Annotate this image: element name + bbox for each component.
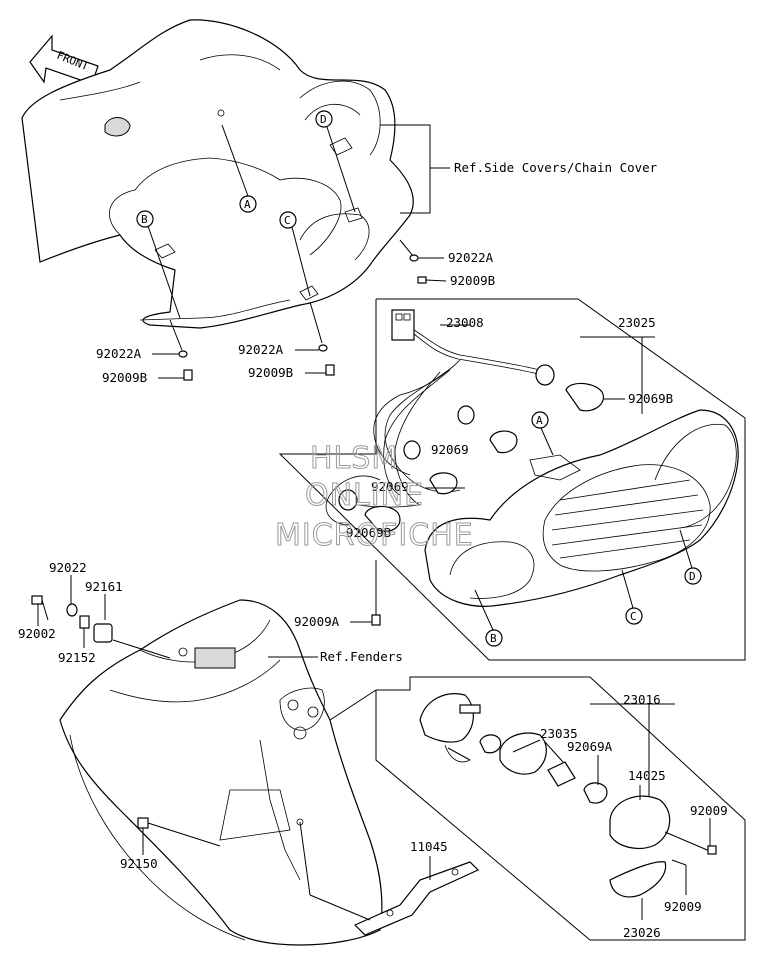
screw-92009A: 92009A	[294, 560, 381, 629]
cowl-fasteners-center: 92022A 92009B	[238, 301, 335, 380]
callout-a: A	[244, 198, 251, 211]
ref-side-covers: Ref.Side Covers/Chain Cover	[380, 124, 658, 214]
label-92022A-3: 92022A	[238, 342, 284, 357]
callout-d: D	[320, 113, 327, 126]
label-23025: 23025	[618, 315, 656, 330]
bulbs: 92069B 92069 92069 92069B	[346, 382, 673, 540]
label-14025: 14025	[628, 768, 666, 783]
label-92152: 92152	[58, 650, 96, 665]
label-92009B-1: 92009B	[450, 273, 495, 288]
label-23026: 23026	[623, 925, 661, 940]
fender-hardware: 92022 92161 92002 92152	[18, 560, 123, 665]
cowl-callouts: A B C D	[136, 110, 356, 319]
seat-cowl	[21, 19, 414, 329]
label-92069B-2: 92069B	[346, 525, 391, 540]
rear-fender: Ref.Fenders 92150	[59, 599, 403, 946]
label-11045: 11045	[410, 839, 448, 854]
license-bracket-11045: 11045	[299, 821, 480, 936]
label-23035: 23035	[540, 726, 578, 741]
label-92009B-2: 92009B	[102, 370, 147, 385]
cowl-fasteners-right: 92022A 92009B	[399, 239, 495, 288]
taillight-assembly-box: 23025	[278, 298, 746, 661]
callout-c: C	[284, 214, 291, 227]
ref-fenders-label: Ref.Fenders	[320, 649, 403, 664]
label-92150: 92150	[120, 856, 158, 871]
license-light-box: 23016 23035 92069A 14025 92009 92009 230…	[375, 676, 746, 941]
label-92009-1: 92009	[690, 803, 728, 818]
lens-callout-c: C	[630, 610, 637, 623]
watermark: HLSM ONLINE MICROFICHE	[275, 441, 474, 554]
lens-callout-d: D	[689, 570, 696, 583]
label-92069-2: 92069	[371, 479, 409, 494]
label-92022: 92022	[49, 560, 87, 575]
label-23016: 23016	[623, 692, 661, 707]
label-92161: 92161	[85, 579, 123, 594]
watermark-line-3: MICROFICHE	[275, 518, 474, 553]
label-92022A-1: 92022A	[448, 250, 494, 265]
taillight-lens: A B C D	[424, 409, 739, 647]
lens-callout-b: B	[490, 632, 497, 645]
lens-callout-a: A	[536, 414, 543, 427]
cowl-fasteners-left: 92022A 92009B	[96, 319, 193, 385]
label-92009B-3: 92009B	[248, 365, 293, 380]
front-arrow: FRONT	[29, 34, 99, 85]
label-92002: 92002	[18, 626, 56, 641]
harness-23008: 23008	[325, 309, 555, 526]
label-92069-1: 92069	[431, 442, 469, 457]
label-92022A-2: 92022A	[96, 346, 142, 361]
watermark-line-2: ONLINE	[305, 478, 424, 513]
label-92009-2: 92009	[664, 899, 702, 914]
label-92069B-1: 92069B	[628, 391, 673, 406]
ref-side-covers-label: Ref.Side Covers/Chain Cover	[454, 160, 658, 175]
watermark-line-1: HLSM	[310, 441, 398, 476]
callout-b: B	[141, 213, 148, 226]
label-92009A: 92009A	[294, 614, 340, 629]
label-23008: 23008	[446, 315, 484, 330]
label-92069A: 92069A	[567, 739, 613, 754]
